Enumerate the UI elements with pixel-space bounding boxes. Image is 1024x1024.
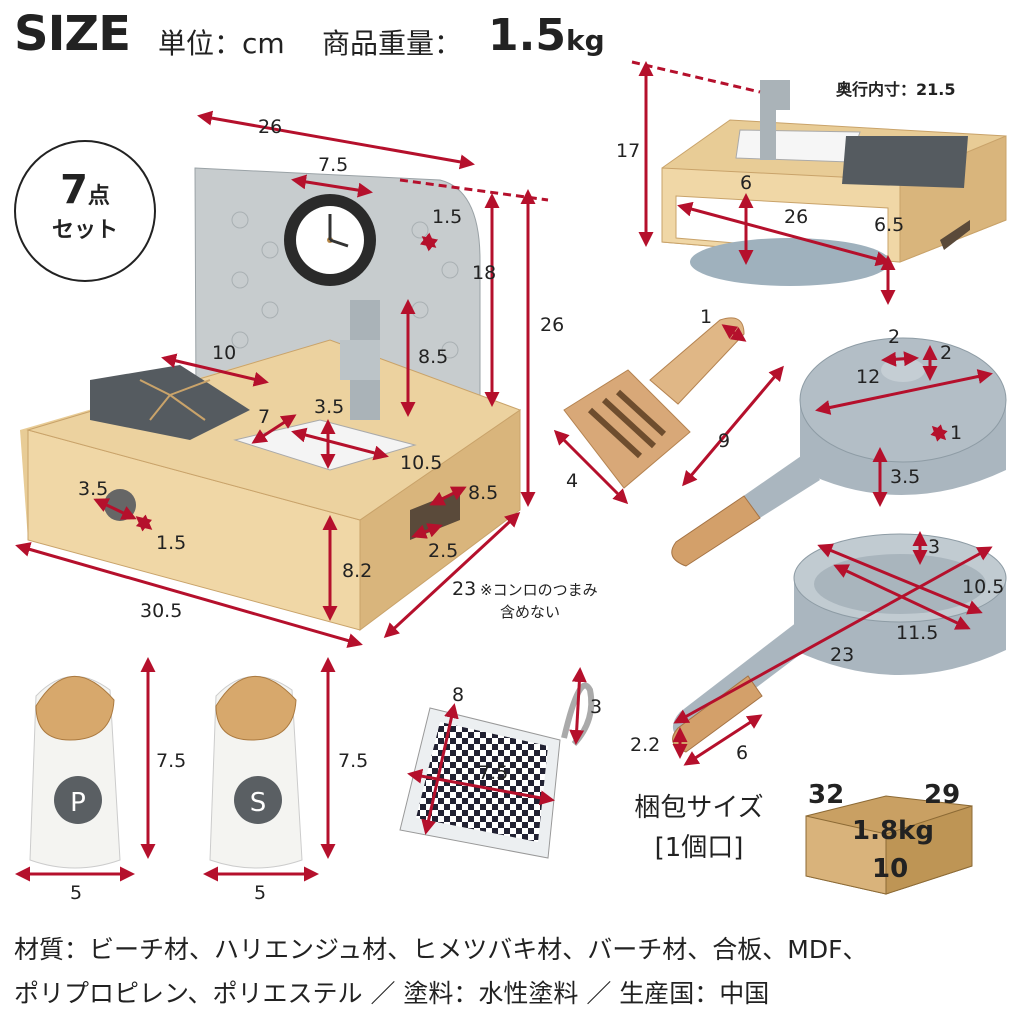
package-width: 32 <box>808 780 845 810</box>
package-weight: 1.8kg <box>852 816 934 846</box>
stove-burner-size: 10 <box>212 342 237 364</box>
spatula-illustration <box>563 317 745 489</box>
mitt-loop: 3 <box>590 696 603 718</box>
unit-label: 単位：cm <box>158 27 285 60</box>
stove-panel-height: 18 <box>472 262 497 284</box>
shaker-dimension-arrows <box>14 657 336 882</box>
set-label: セット <box>51 218 118 243</box>
stove-faucet-height: 8.5 <box>418 346 449 368</box>
pot-dimension-arrows <box>815 345 993 507</box>
salt-width: 5 <box>254 882 267 904</box>
pot-knob-height: 2 <box>940 342 953 364</box>
stove-width: 30.5 <box>140 600 183 622</box>
package-box-illustration <box>805 795 973 895</box>
weight-value: 1.5kg <box>488 10 605 61</box>
pan-handle-width: 2.2 <box>630 734 661 756</box>
spatula-length: 9 <box>718 430 731 452</box>
salt-shaker-illustration <box>209 675 303 869</box>
weight-number: 1.5 <box>488 10 566 61</box>
spatula-width: 4 <box>566 470 579 492</box>
package-height: 10 <box>872 854 909 884</box>
stove-knob-thickness: 1.5 <box>156 532 187 554</box>
stand-height: 17 <box>616 140 641 162</box>
set-count-number: 7 <box>60 167 88 213</box>
stand-illustration <box>661 80 1007 286</box>
stove-sink-height: 3.5 <box>314 396 345 418</box>
pot-diameter: 12 <box>856 366 881 388</box>
pepper-letter: P <box>70 788 86 818</box>
pan-depth: 3 <box>928 536 941 558</box>
pot-knob-width: 2 <box>888 326 901 348</box>
page-title: SIZE <box>14 6 131 62</box>
package-depth: 29 <box>924 780 961 810</box>
spatula-dimension-arrows <box>553 324 784 505</box>
mitt-height: 8 <box>452 684 465 706</box>
stove-depth: 23 <box>452 578 477 600</box>
stand-slot-height: 6 <box>740 172 753 194</box>
materials-line2: ポリプロピレン、ポリエステル ／ 塗料：水性塗料 ／ 生産国：中国 <box>14 979 770 1008</box>
materials-line1: 材質：ビーチ材、ハリエンジュ材、ヒメツバキ材、バーチ材、合板、MDF、 <box>14 935 868 964</box>
stove-clock-size: 7.5 <box>318 154 349 176</box>
pan-inner-diameter: 11.5 <box>896 622 939 644</box>
stove-sink-width: 7 <box>258 406 271 428</box>
stove-note-line2: 含めない <box>500 603 561 621</box>
stove-base-height: 8.2 <box>342 560 373 582</box>
mitt-dimension-arrows <box>407 667 587 835</box>
stand-inner-depth: 奥行内寸：21.5 <box>836 80 956 99</box>
weight-unit: kg <box>565 24 605 57</box>
salt-letter: S <box>249 788 267 818</box>
spatula-hole: 1 <box>700 306 713 328</box>
stove-hook-size: 1.5 <box>432 206 463 228</box>
pan-length: 23 <box>830 644 855 666</box>
weight-label: 商品重量： <box>322 27 463 60</box>
stove-handle-depth: 2.5 <box>428 540 459 562</box>
salt-height: 7.5 <box>338 750 369 772</box>
pan-dimension-arrows <box>672 531 993 766</box>
stove-total-height: 26 <box>540 314 565 336</box>
stove-dimension-arrows <box>15 110 536 648</box>
package-label-line1: 梱包サイズ <box>634 793 764 823</box>
set-count-badge: 7点 セット <box>14 140 156 282</box>
pot-illustration <box>671 337 1007 567</box>
stove-note-line1: ※コンロのつまみ <box>480 581 598 599</box>
stand-inner-width: 26 <box>784 206 809 228</box>
mitt-width: 7.5 <box>478 762 509 784</box>
stove-panel-width: 26 <box>258 116 283 138</box>
stove-handle-height: 8.5 <box>468 482 499 504</box>
stove-knob-diameter: 3.5 <box>78 478 109 500</box>
pan-outer-diameter: 10.5 <box>962 576 1005 598</box>
pan-handle-length: 6 <box>736 742 749 764</box>
pot-height: 3.5 <box>890 466 921 488</box>
pepper-width: 5 <box>70 882 83 904</box>
stove-sink-depth: 10.5 <box>400 452 443 474</box>
stand-dimension-arrows <box>638 61 896 305</box>
set-count: 7点 <box>16 170 154 210</box>
pepper-shaker-illustration <box>29 675 121 869</box>
set-count-unit: 点 <box>87 184 110 209</box>
stand-side-height: 6.5 <box>874 214 905 236</box>
package-label-line2: [1個口] <box>654 833 744 863</box>
pepper-height: 7.5 <box>156 750 187 772</box>
pot-lid-thickness: 1 <box>950 422 963 444</box>
package-label: 梱包サイズ [1個口] <box>614 788 784 868</box>
